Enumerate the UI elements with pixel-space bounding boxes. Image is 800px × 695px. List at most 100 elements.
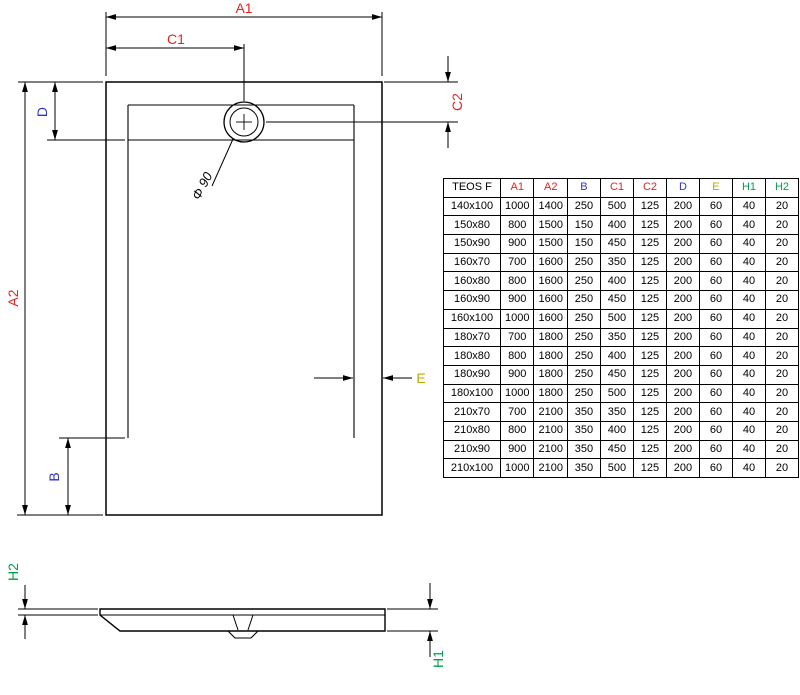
tray-profile-outline (99, 608, 386, 632)
dim-label-a2: A2 (5, 289, 21, 306)
value-cell: 125 (632, 234, 667, 254)
value-cell: 1800 (533, 383, 568, 404)
dimension-a1 (105, 12, 383, 76)
value-cell: 200 (665, 458, 700, 478)
value-cell: 125 (632, 215, 667, 236)
column-header-a2: A2 (533, 178, 568, 198)
value-cell: 350 (599, 402, 634, 422)
value-cell: 400 (599, 346, 634, 366)
value-cell: 450 (599, 234, 634, 254)
value-cell: 1500 (533, 234, 568, 254)
value-cell: 40 (731, 290, 766, 310)
value-cell: 60 (698, 383, 733, 404)
model-cell: 210x80 (443, 420, 501, 441)
value-cell: 20 (764, 364, 799, 385)
dimension-d (18, 81, 125, 141)
value-cell: 40 (731, 420, 766, 441)
value-cell: 200 (665, 383, 700, 404)
value-cell: 40 (731, 458, 766, 478)
value-cell: 450 (599, 290, 634, 310)
value-cell: 700 (499, 327, 535, 348)
value-cell: 20 (764, 327, 799, 348)
value-cell: 250 (566, 364, 601, 385)
value-cell: 450 (599, 439, 634, 460)
model-cell: 150x80 (443, 215, 501, 236)
top-view (105, 81, 383, 516)
value-cell: 150 (566, 234, 601, 254)
dim-label-b: B (46, 472, 62, 481)
model-cell: 180x100 (443, 383, 501, 404)
value-cell: 800 (499, 215, 535, 236)
column-header-h1: H1 (731, 178, 766, 198)
value-cell: 700 (499, 402, 535, 422)
value-cell: 40 (731, 308, 766, 329)
value-cell: 350 (599, 327, 634, 348)
dimension-c1 (106, 44, 245, 101)
column-header-b: B (566, 178, 601, 198)
value-cell: 250 (566, 308, 601, 329)
model-cell: 160x80 (443, 271, 501, 292)
value-cell: 250 (566, 196, 601, 217)
value-cell: 800 (499, 346, 535, 366)
value-cell: 125 (632, 420, 667, 441)
value-cell: 60 (698, 215, 733, 236)
value-cell: 1800 (533, 327, 568, 348)
tray-outline (105, 81, 383, 516)
value-cell: 125 (632, 196, 667, 217)
value-cell: 60 (698, 458, 733, 478)
value-cell: 500 (599, 458, 634, 478)
value-cell: 200 (665, 234, 700, 254)
drain-outlet-profile (227, 630, 259, 639)
value-cell: 1600 (533, 252, 568, 273)
value-cell: 125 (632, 271, 667, 292)
value-cell: 1000 (499, 196, 535, 217)
dim-label-e: E (416, 370, 425, 386)
value-cell: 200 (665, 420, 700, 441)
value-cell: 500 (599, 196, 634, 217)
model-cell: 210x70 (443, 402, 501, 422)
value-cell: 1800 (533, 346, 568, 366)
value-cell: 60 (698, 346, 733, 366)
value-cell: 200 (665, 327, 700, 348)
value-cell: 60 (698, 234, 733, 254)
value-cell: 450 (599, 364, 634, 385)
value-cell: 40 (731, 346, 766, 366)
value-cell: 1000 (499, 308, 535, 329)
model-cell: 160x90 (443, 290, 501, 310)
dimension-a2 (17, 82, 103, 516)
value-cell: 200 (665, 308, 700, 329)
value-cell: 20 (764, 420, 799, 441)
value-cell: 60 (698, 327, 733, 348)
value-cell: 200 (665, 271, 700, 292)
model-cell: 140x100 (443, 196, 501, 217)
value-cell: 125 (632, 402, 667, 422)
value-cell: 125 (632, 290, 667, 310)
value-cell: 60 (698, 196, 733, 217)
column-header-c2: C2 (632, 178, 667, 198)
side-view (99, 608, 386, 639)
value-cell: 125 (632, 458, 667, 478)
value-cell: 1000 (499, 383, 535, 404)
value-cell: 150 (566, 215, 601, 236)
value-cell: 2100 (533, 439, 568, 460)
value-cell: 900 (499, 364, 535, 385)
value-cell: 20 (764, 383, 799, 404)
value-cell: 60 (698, 364, 733, 385)
value-cell: 800 (499, 271, 535, 292)
dim-label-d: D (34, 107, 50, 117)
drain-inner-circle (229, 107, 259, 137)
value-cell: 40 (731, 402, 766, 422)
value-cell: 60 (698, 439, 733, 460)
